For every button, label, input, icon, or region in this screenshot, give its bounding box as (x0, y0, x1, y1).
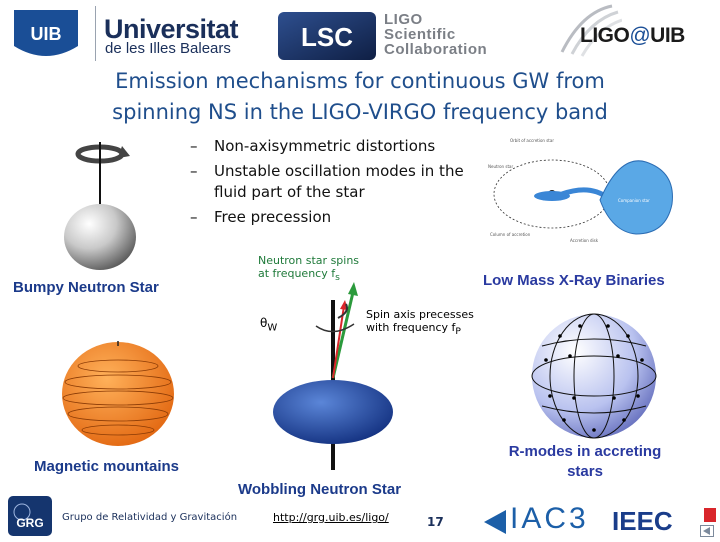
uib-logo: UIB (6, 6, 86, 62)
lmxb-label: Low Mass X-Ray Binaries (483, 272, 665, 289)
ligo-uib-right: UIB (650, 24, 685, 47)
slide-title-line-2: spinning NS in the LIGO-VIRGO frequency … (112, 100, 608, 124)
bullet-text: Unstable oscillation modes in the fluid … (214, 162, 464, 201)
slide-title-line-1: Emission mechanisms for continuous GW fr… (115, 69, 605, 93)
header-divider (95, 6, 96, 61)
bullet-dash: – (190, 162, 198, 180)
ligo-uib-logo: LIGO@UIB (580, 24, 685, 48)
bullet-list: – Non-axisymmetric distortions – Unstabl… (190, 136, 470, 232)
lmxb-disk-label: Accretion disk (570, 238, 599, 243)
spin-line-1: Neutron star spins (258, 254, 360, 267)
rmodes-label-line-1: R-modes in accreting (508, 443, 662, 460)
lsc-line-1: LIGO (384, 11, 423, 28)
precess-line-1: Spin axis precesses (366, 308, 474, 321)
lsc-logo-icon: LSC (278, 12, 376, 60)
precess-line-2: with frequency f (366, 321, 456, 334)
bullet-text: Free precession (214, 208, 332, 226)
ieec-logo-text: IEEC (612, 506, 673, 536)
bullet-dash: – (190, 208, 198, 226)
theta-symbol: θ (260, 316, 268, 330)
uib-shield-icon: UIB (14, 10, 78, 56)
ligo-uib-swoosh-icon (552, 2, 623, 67)
page-number: 17 (427, 515, 444, 529)
lsc-name: LIGO Scientific Collaboration (384, 12, 487, 57)
university-name: Universitat (104, 14, 239, 44)
lmxb-companion-label: Companion star (618, 198, 650, 203)
lsc-line-3: Collaboration (384, 41, 488, 58)
rmodes-label: R-modes in accreting stars (480, 442, 690, 482)
lmxb-column-label: Column of accretion (490, 232, 531, 237)
lmxb-ns-label: Neutron star (488, 164, 514, 169)
grg-logo-text: GRG (16, 516, 43, 530)
magnetic-mountains-label: Magnetic mountains (34, 458, 180, 475)
bumpy-neutron-star-label: Bumpy Neutron Star (13, 279, 159, 296)
rmodes-illustration (530, 312, 660, 447)
bullet-dash: – (190, 137, 198, 155)
bullet-text: Non-axisymmetric distortions (214, 137, 436, 155)
ieec-red-badge-icon (704, 508, 716, 522)
lmxb-orbit-label: Orbit of accretion star (510, 138, 554, 143)
spin-annotation: Neutron star spins at frequency fs (258, 254, 359, 284)
theta-subscript: W (267, 322, 278, 334)
slide-nav-back-icon[interactable] (700, 524, 714, 542)
rmodes-label-line-2: stars (567, 463, 603, 480)
iac3-logo-icon (482, 508, 508, 541)
spin-line-2: at frequency f (258, 267, 336, 280)
bumpy-star-illustration (52, 134, 152, 279)
iac3-logo-text: IAC3 (510, 502, 589, 535)
lsc-line-2: Scientific (384, 26, 456, 43)
wobbling-neutron-star-label: Wobbling Neutron Star (238, 481, 402, 498)
bullet-item: – Free precession (190, 207, 470, 228)
slide-title: Emission mechanisms for continuous GW fr… (40, 66, 680, 128)
grg-logo: GRG (8, 496, 52, 541)
spin-subscript: s (335, 272, 340, 284)
bullet-item: – Non-axisymmetric distortions (190, 136, 470, 157)
group-name: Grupo de Relatividad y Gravitación (62, 512, 238, 523)
lsc-logo: LSC (276, 10, 378, 62)
precess-subscript: P (455, 326, 461, 338)
ligo-uib-at: @ (629, 24, 651, 47)
theta-annotation: θW (260, 316, 277, 333)
ligo-uib-left: LIGO (580, 24, 630, 47)
ligo-page-link[interactable]: http://grg.uib.es/ligo/ (273, 511, 389, 524)
magnetic-mountains-illustration (60, 338, 190, 453)
bullet-item: – Unstable oscillation modes in the flui… (190, 161, 470, 203)
lsc-logo-text: LSC (301, 22, 353, 52)
uib-logo-text: UIB (31, 24, 62, 44)
wobbling-star-illustration: Neutron star spins at frequency fs θW Sp… (230, 248, 480, 478)
precession-annotation: Spin axis precesses with frequency fP (366, 308, 474, 338)
lmxb-illustration: Orbit of accretion star Neutron star Com… (480, 134, 702, 262)
university-subtitle: de les Illes Balears (105, 40, 231, 57)
